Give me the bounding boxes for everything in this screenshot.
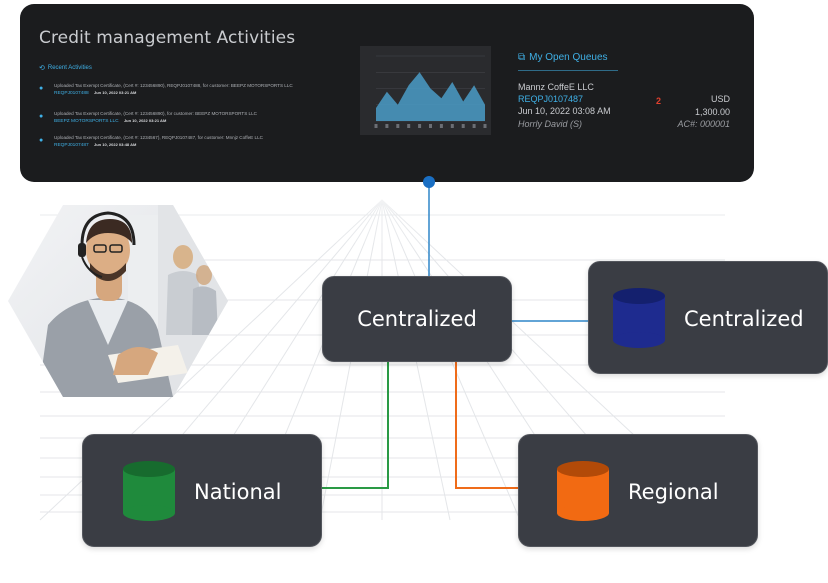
activity-chart-svg <box>374 55 487 128</box>
activity-ref-link[interactable]: REQPJ0107488 <box>54 91 89 96</box>
chart-x-tick <box>439 124 443 128</box>
queues-underline <box>518 70 618 71</box>
hub-node-centralized[interactable]: Centralized <box>322 276 512 362</box>
activity-date: Jun 10, 2022 03:48 AM <box>94 142 137 147</box>
queue-currency: USD <box>710 94 730 104</box>
user-icon: ● <box>39 137 44 144</box>
chart-x-tick <box>374 124 378 128</box>
queue-ref-link[interactable]: REQPJ0107487 <box>518 94 584 104</box>
queue-user: Horrly David (S) <box>518 119 583 129</box>
activity-text: Uploaded Tax Exempt Certificate, (Cert #… <box>54 83 293 88</box>
open-queues-title: My Open Queues <box>529 52 608 63</box>
activity-text: Uploaded Tax Exempt Certificate, (Cert #… <box>54 135 263 140</box>
queue-company: Mannz CoffeE LLC <box>518 82 594 92</box>
queue-amount: 1,300.00 <box>694 107 730 117</box>
history-icon: ⟲ <box>39 65 45 72</box>
national-database-node[interactable]: National <box>82 434 322 547</box>
chart-x-tick <box>429 124 432 128</box>
activity-text: Uploaded Tax Exempt Certificate, (Cert #… <box>54 111 257 116</box>
chart-x-tick <box>483 124 487 128</box>
database-icon <box>557 461 609 521</box>
chart-x-tick <box>418 124 422 128</box>
national-node-label: National <box>194 480 282 504</box>
chart-x-tick <box>396 124 400 128</box>
open-queues-section: ⧉ My Open Queues Mannz CoffeE LLC REQPJ0… <box>518 52 748 142</box>
recent-activities-link[interactable]: ⟲ Recent Activities <box>39 64 92 72</box>
database-icon <box>123 461 175 521</box>
user-icon: ● <box>39 85 44 92</box>
open-queues-link[interactable]: ⧉ My Open Queues <box>518 52 608 68</box>
chart-x-tick <box>407 124 411 128</box>
activity-ref-link[interactable]: BEEPZ MOTORSPORTS LLC <box>54 119 119 124</box>
credit-management-panel: Credit management Activities ⟲ Recent Ac… <box>20 4 754 182</box>
regional-database-node[interactable]: Regional <box>518 434 758 547</box>
regional-node-label: Regional <box>628 480 719 504</box>
user-icon: ● <box>39 113 44 120</box>
chart-x-tick <box>461 124 465 128</box>
activity-date: Jun 10, 2022 03:21 AM <box>123 118 167 123</box>
activity-ref-link[interactable]: REQPJ0107487 <box>54 143 89 148</box>
recent-activities-label: Recent Activities <box>47 65 92 71</box>
central-database-node[interactable]: Centralized <box>588 261 828 374</box>
central-node-label: Centralized <box>684 307 804 331</box>
activity-chart <box>360 46 491 135</box>
chart-area-series <box>376 72 485 121</box>
chart-x-tick <box>472 124 476 128</box>
chart-x-tick <box>385 124 389 128</box>
queue-account: AC#: 000001 <box>677 119 730 129</box>
hub-node-label: Centralized <box>357 307 477 331</box>
queue-icon: ⧉ <box>518 52 526 63</box>
panel-title: Credit management Activities <box>39 28 296 48</box>
queue-count-badge: 2 <box>656 96 662 106</box>
activity-date: Jun 10, 2022 03:21 AM <box>94 90 137 95</box>
queue-date: Jun 10, 2022 03:08 AM <box>518 106 611 116</box>
database-icon <box>613 288 665 348</box>
chart-x-tick <box>450 124 454 128</box>
